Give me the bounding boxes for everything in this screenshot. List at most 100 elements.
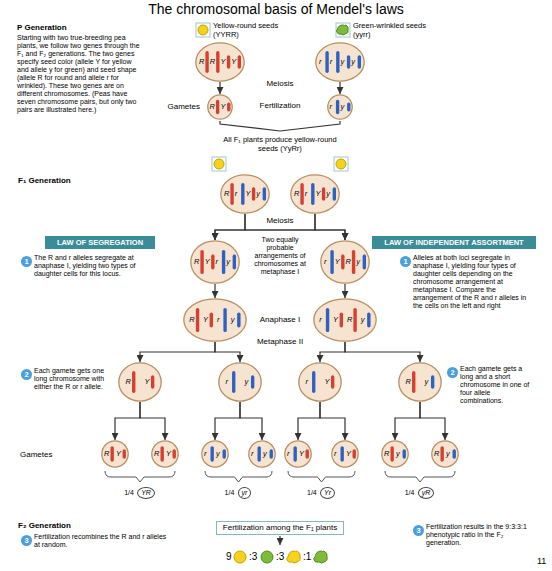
division-arrow	[219, 82, 220, 94]
callout-text: Each gamete gets one long chromosome wit…	[34, 367, 114, 391]
callout-digit: 2	[21, 369, 32, 380]
text-slot: y	[424, 377, 428, 387]
step-label: Meiosis	[250, 79, 310, 88]
text-slot: Y	[346, 449, 351, 459]
text-slot: R	[294, 189, 299, 199]
cell-membrane	[291, 175, 339, 213]
yellow-round-seed	[336, 159, 346, 169]
cell-membrane	[332, 441, 358, 467]
chromosome	[431, 375, 434, 389]
note-text: Two equally probable arrangements of chr…	[248, 236, 312, 276]
seed-icon-box	[336, 23, 350, 37]
allele-letter: r	[334, 449, 337, 459]
cell-outline	[320, 240, 370, 284]
allele-letter: R	[126, 377, 131, 387]
allele-letter: y	[263, 449, 267, 459]
allele-letter: Y	[245, 189, 250, 199]
text-slot: Two equally probable arrangements of chr…	[248, 236, 312, 276]
allele-letter: R	[434, 449, 439, 459]
callout-text: Fertilization recombines the R and r all…	[34, 533, 169, 549]
division-arrow	[320, 402, 345, 440]
text-slot: :3	[249, 551, 257, 563]
chromosome	[340, 446, 343, 461]
text-slot: Y	[116, 449, 121, 459]
text-slot: y	[341, 102, 345, 112]
chromosome	[306, 449, 309, 459]
cell-membrane	[184, 299, 246, 341]
gamete-fraction: 1/4Yr	[320, 487, 335, 499]
callout-text: The R and r alleles segregate at anaphas…	[34, 254, 154, 278]
text-slot: y	[244, 377, 248, 387]
chromosome	[211, 255, 214, 270]
text-slot: Green-wrinkled seeds (yyrr)	[353, 22, 438, 39]
allele-letter: Y	[335, 257, 340, 267]
chromosome	[440, 446, 443, 461]
fraction-number: 1/4	[307, 488, 317, 498]
allele-letter: R	[104, 449, 109, 459]
text-slot: 9	[226, 551, 232, 563]
callout-number: 1	[400, 256, 411, 267]
parent-cell: RRYY	[195, 42, 245, 82]
text-slot: R	[384, 449, 389, 459]
allele-letter: R	[194, 257, 199, 267]
genotype-label: YR	[141, 488, 151, 498]
text-slot: F₂ Generation	[18, 521, 71, 531]
division-arrow	[115, 402, 140, 440]
box-text: LAW OF SEGREGATION	[57, 238, 143, 247]
text-slot: The R and r alleles segregate at anaphas…	[34, 254, 154, 278]
generation-band: F₁ GenerationRrYyRrYyLAW OF SEGREGATIONL…	[12, 134, 534, 518]
allele-letter: r	[215, 257, 218, 267]
allele-letter: y	[226, 257, 230, 267]
step-label: Fertilization	[240, 101, 320, 110]
chromosome	[210, 313, 213, 328]
division-arrow	[140, 402, 165, 440]
callout-digit: 3	[413, 525, 424, 536]
allele-letter: R	[210, 57, 215, 67]
allele-letter: Y	[166, 449, 171, 459]
chromosome	[353, 308, 356, 332]
gamete-cell: ry	[201, 440, 229, 468]
allele-letter: y	[256, 189, 260, 199]
cell-outline	[398, 362, 442, 402]
bracket	[105, 471, 175, 482]
text-slot: r	[217, 315, 220, 325]
callout-number: 3	[413, 525, 424, 536]
law-banner: LAW OF SEGREGATION	[45, 236, 155, 249]
chromosome	[311, 183, 314, 205]
text-slot: Y	[231, 57, 236, 67]
allele-letter: y	[351, 57, 355, 67]
cell-membrane	[119, 363, 161, 401]
text-slot: Y	[245, 189, 250, 199]
metaphase-ii-cell: RY	[118, 362, 162, 402]
text-slot: 11	[537, 556, 546, 566]
gamete-cell: Ry	[381, 440, 409, 468]
allele-letter: Y	[116, 449, 121, 459]
cell-membrane	[321, 241, 369, 283]
cell-membrane	[202, 441, 228, 467]
text-slot: 1/4	[124, 488, 134, 498]
text-slot: r	[235, 189, 238, 199]
cell-membrane	[249, 441, 275, 467]
cell-membrane	[399, 363, 441, 401]
allele-letter: r	[217, 315, 220, 325]
chromosome	[333, 187, 336, 201]
cell-membrane	[221, 175, 269, 213]
cell-membrane	[196, 43, 244, 81]
text-slot: Y	[203, 315, 208, 325]
step-label: Meiosis	[250, 216, 310, 225]
division-arrow	[215, 214, 245, 240]
metaphase-ii-cell: ry	[218, 362, 262, 402]
text-slot: Fertilization results in the 9:3:3:1 phe…	[426, 523, 531, 547]
text-slot: Each gamete gets one long chromosome wit…	[34, 367, 114, 391]
division-arrow	[320, 342, 345, 362]
text-slot: 1/4	[225, 488, 235, 498]
fraction-number: 1/4	[405, 488, 415, 498]
chromosome	[241, 183, 244, 205]
chromosome	[352, 250, 355, 274]
text-slot: y	[396, 449, 400, 459]
allele-letter: r	[330, 57, 333, 67]
text-slot: y	[263, 449, 267, 459]
text-slot: y	[256, 189, 260, 199]
fertilization-lines	[220, 121, 340, 131]
chromosome	[132, 371, 135, 393]
